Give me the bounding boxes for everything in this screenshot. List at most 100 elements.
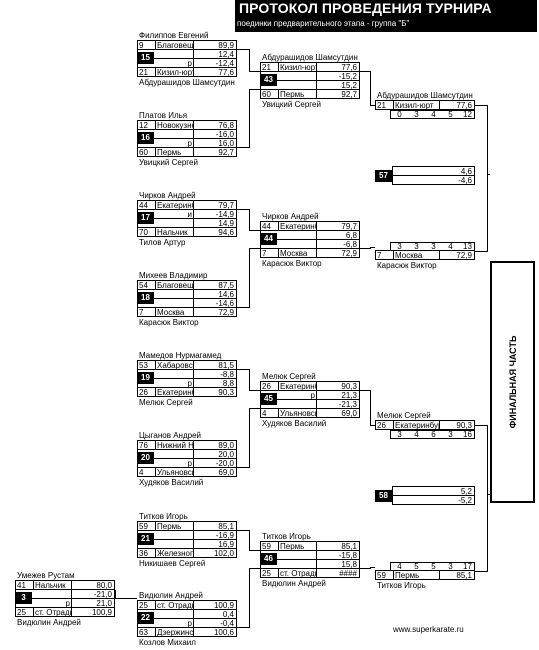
round-score: 13	[463, 242, 472, 251]
bracket-line	[237, 307, 249, 308]
fighter-city: Кизил-юрт	[155, 68, 193, 77]
fighter-weight: 92,7	[193, 148, 236, 157]
fighter-city: Благовещен	[155, 41, 193, 50]
score-mark	[183, 50, 192, 59]
fighter-weight: 72,9	[316, 249, 359, 258]
fighter-name-top: Титков Игорь	[262, 532, 311, 541]
final-part-box: ФИНАЛЬНАЯ ЧАСТЬ	[490, 261, 535, 503]
score-mark	[183, 450, 192, 459]
fighter-number: 9	[139, 41, 144, 50]
fighter-city: Благовещен	[155, 281, 193, 290]
fighter-weight: 72,9	[439, 251, 474, 260]
bracket-line	[237, 147, 249, 148]
fighter-city: Ульяновск	[155, 468, 193, 477]
score-mark	[306, 560, 315, 569]
score-row: -15,2	[261, 72, 359, 81]
fighter-number: 59	[139, 522, 148, 531]
fighter-number: 4	[262, 409, 267, 418]
round-score: 3	[397, 430, 402, 439]
fighter-weight: 85,1	[316, 542, 359, 551]
score-value: 15,8	[316, 560, 359, 569]
score-value: 20,0	[193, 450, 236, 459]
score-value: -21,0	[71, 590, 114, 599]
score-mark: р	[187, 379, 192, 388]
website-url[interactable]: www.superkarate.ru	[393, 625, 464, 634]
score-row: 12,4	[138, 50, 236, 59]
score-value: -15,8	[316, 551, 359, 560]
fighter-city: Железногорс	[155, 549, 193, 558]
fighter-weight: 72,9	[193, 308, 236, 317]
bracket-line	[370, 71, 371, 106]
bracket-line	[249, 369, 250, 391]
bracket-line	[237, 467, 249, 468]
bracket-line	[115, 590, 116, 599]
score-row: -6,8	[261, 240, 359, 249]
score-row: -14,6	[138, 299, 236, 308]
fighter-city: Нальчик	[155, 228, 193, 237]
score-row: 14,9	[138, 219, 236, 228]
round-score: 4	[448, 242, 453, 251]
fighter-weight: 89,9	[193, 41, 236, 50]
bracket-line	[487, 425, 488, 572]
score-row: 6,8	[261, 231, 359, 240]
score-row: -16,9	[138, 531, 236, 540]
score-value: -14,9	[193, 210, 236, 219]
bracket-line	[370, 567, 371, 569]
fighter-number: 7	[139, 308, 144, 317]
fighter-number: 44	[262, 222, 271, 231]
score-mark	[306, 72, 315, 81]
bracket-line	[249, 530, 250, 551]
bracket-line	[360, 568, 370, 569]
bracket-line	[237, 627, 249, 628]
bracket-line	[487, 105, 488, 252]
score-mark: р	[187, 619, 192, 628]
bracket-line	[370, 247, 375, 248]
bracket-line	[249, 390, 260, 391]
bracket-line	[249, 408, 260, 409]
fighter-weight: 81,5	[193, 361, 236, 370]
fighter-city: Пермь	[155, 148, 193, 157]
score-mark: р	[187, 59, 192, 68]
bracket-line	[237, 530, 249, 531]
fight-number-badge: 20	[137, 452, 154, 464]
fighter-name-top: Титков Игорь	[139, 512, 188, 521]
score-value: 15,2	[316, 81, 359, 90]
fighter-weight: 85,1	[193, 522, 236, 531]
score-value: -15,2	[316, 72, 359, 81]
bracket-line	[360, 248, 370, 249]
score-mark	[306, 231, 315, 240]
fighter-row: 12Новокузнец76,8	[138, 121, 236, 130]
fighter-weight: 69,0	[316, 409, 359, 418]
score-mark	[61, 590, 70, 599]
fight-number-badge: 16	[137, 132, 154, 144]
fight-number-badge: 46	[260, 553, 277, 565]
score-row: р-20,0	[138, 459, 236, 468]
fighter-number: 25	[17, 608, 26, 617]
fighter-weight: 79,7	[316, 222, 359, 231]
fighter-city: Новокузнец	[155, 121, 193, 130]
score-mark	[306, 240, 315, 249]
fighter-name-top: Чирков Андрей	[262, 212, 319, 221]
score-value: -6,8	[316, 240, 359, 249]
bracket-line	[249, 209, 250, 231]
fighter-number: 41	[17, 581, 26, 590]
fighter-city: Москва	[393, 251, 439, 260]
score-row: 0,4	[138, 610, 236, 619]
fight-number-badge: 45	[260, 393, 277, 405]
fighter-number: 25	[262, 569, 271, 578]
score-row: 14,6	[138, 290, 236, 299]
fighter-number: 60	[139, 148, 148, 157]
fight-number-badge: 22	[137, 612, 154, 624]
round-score: 0	[397, 110, 402, 119]
fight-number-badge: 17	[137, 212, 154, 224]
bracket-line	[249, 408, 250, 468]
score-value: 0,4	[193, 610, 236, 619]
score-mark	[183, 290, 192, 299]
